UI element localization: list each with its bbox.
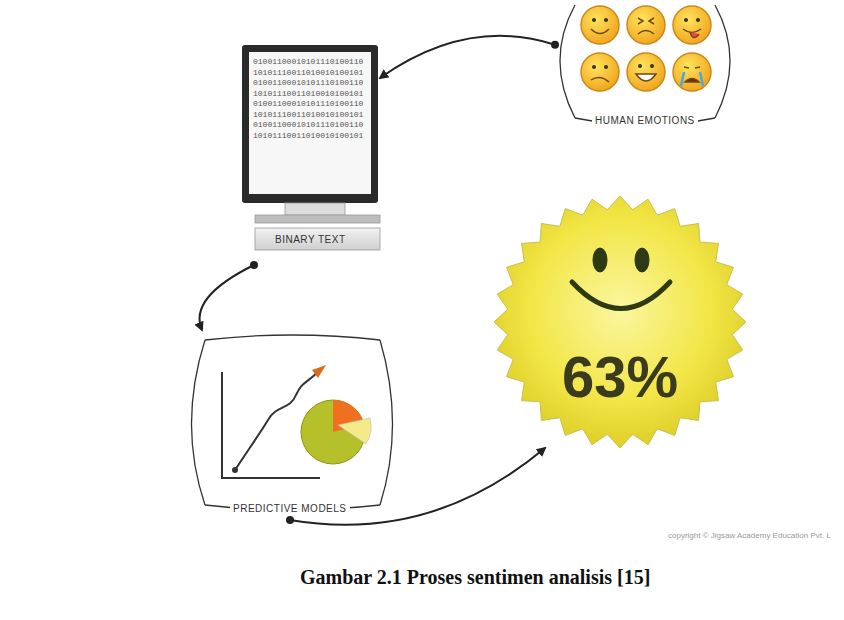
figure-caption: Gambar 2.1 Proses sentimen analisis [15] <box>300 566 650 589</box>
emoji-faces <box>581 6 711 91</box>
chart-icon <box>222 365 371 478</box>
bracket <box>380 340 393 505</box>
monitor-node: 01001100010101110100110 1010111001101001… <box>240 45 380 265</box>
bracket <box>560 5 575 118</box>
group-label: HUMAN EMOTIONS <box>592 115 698 126</box>
arrow-dot <box>551 41 559 49</box>
monitor <box>242 45 380 250</box>
percentage-value: 63% <box>562 343 678 410</box>
monitor-label: BINARY TEXT <box>272 234 349 245</box>
bracket <box>205 335 380 340</box>
bracket <box>715 5 730 118</box>
binary-text: 01001100010101110100110 1010111001101001… <box>253 57 363 141</box>
starburst <box>494 196 746 448</box>
smiley <box>572 248 670 309</box>
emotions-group: HUMAN EMOTIONS <box>555 0 735 128</box>
predictive-group: PREDICTIVE MODELS <box>180 330 400 520</box>
flow-arrow <box>200 265 254 330</box>
bracket <box>192 340 206 505</box>
arrow-dot <box>250 261 258 269</box>
result-starburst: 63% <box>495 196 745 448</box>
group-label: PREDICTIVE MODELS <box>230 503 350 514</box>
arrow-dot <box>286 516 294 524</box>
copyright-note: copyright © Jigsaw Academy Education Pvt… <box>668 531 831 540</box>
flow-arrow <box>380 36 555 78</box>
